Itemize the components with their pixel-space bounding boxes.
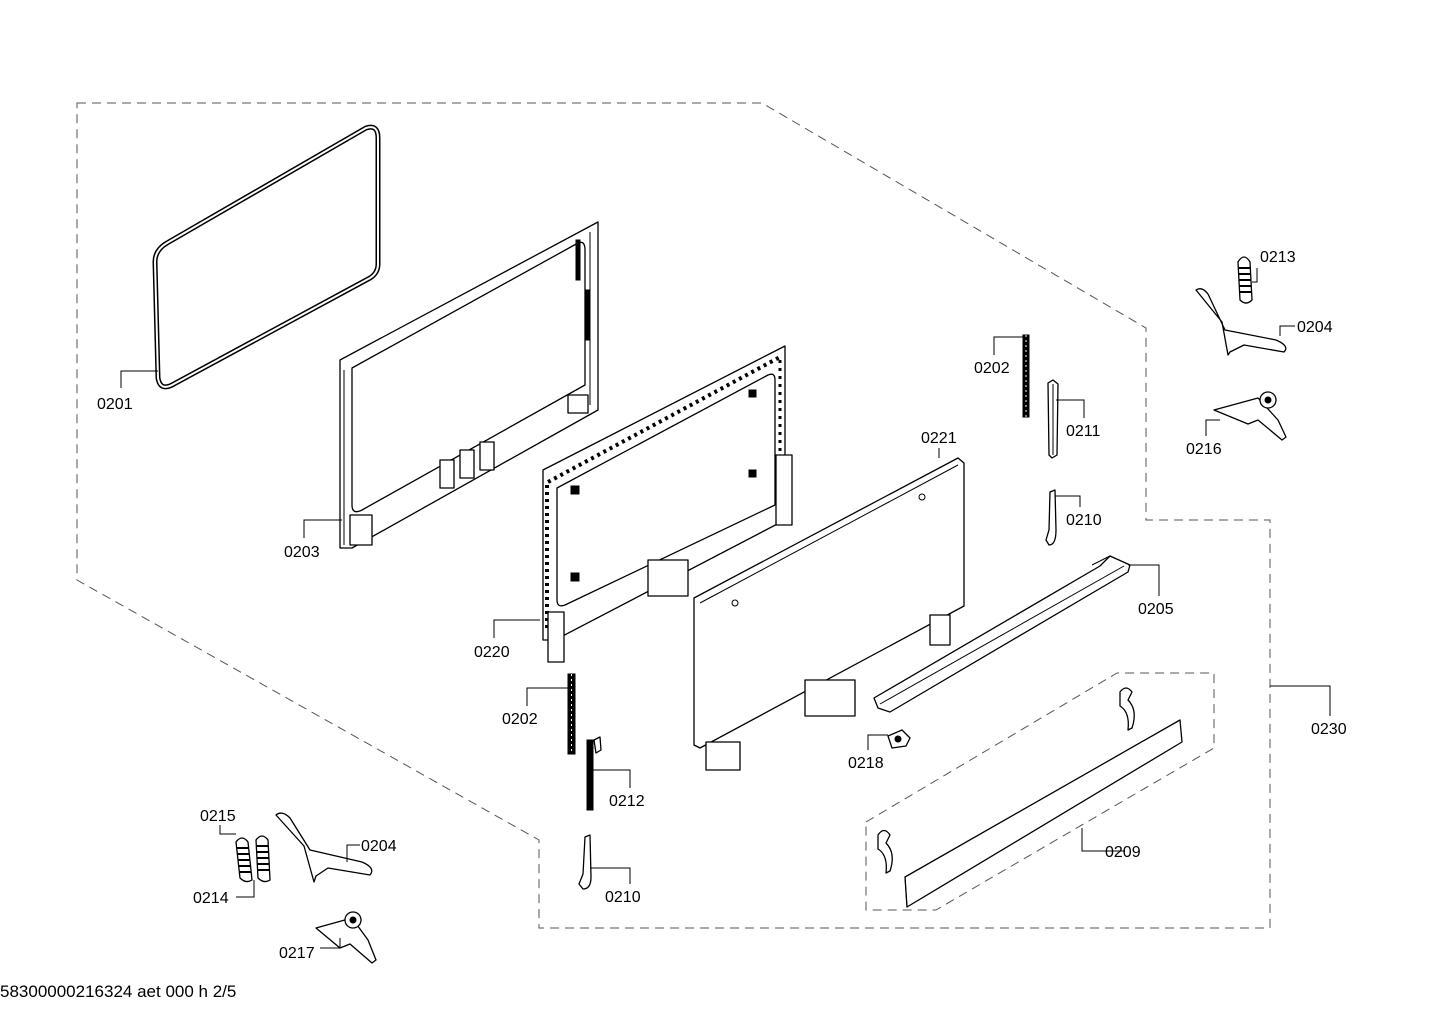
hinge-rail-upper-part xyxy=(1047,379,1059,459)
label-0214: 0214 xyxy=(193,890,229,907)
drawing-reference-footer: 58300000216324 aet 000 h 2/5 xyxy=(0,982,237,1001)
hinge-spring-upper-part xyxy=(1022,334,1030,418)
hinge-lever-left-part xyxy=(275,812,373,883)
hinge-plate-right-part xyxy=(1213,391,1287,441)
assembly-boundary-0209 xyxy=(865,672,1215,911)
label-0217: 0217 xyxy=(279,945,315,962)
label-0210-lower: 0210 xyxy=(605,889,641,906)
hinge-lever-right-part xyxy=(1195,288,1287,356)
hinge-rail-lower-part xyxy=(586,736,602,811)
label-0204-right: 0204 xyxy=(1297,319,1333,336)
outer-glass-panel-part xyxy=(693,457,965,771)
hinge-bracket-upper-part xyxy=(1045,489,1057,546)
inner-door-frame-part xyxy=(339,221,599,549)
hinge-spring-lower-part xyxy=(567,673,576,755)
door-trim-strip-part xyxy=(877,687,1183,908)
hinge-springs-left-part xyxy=(235,835,271,883)
label-0211: 0211 xyxy=(1066,423,1101,440)
label-0202-upper: 0202 xyxy=(974,360,1010,377)
label-0230: 0230 xyxy=(1311,721,1347,738)
assembly-boundary-0230 xyxy=(76,102,1271,929)
inner-glass-frame-part xyxy=(542,345,793,663)
leader-lines xyxy=(120,268,1331,949)
label-0212: 0212 xyxy=(609,793,645,810)
door-gasket-part xyxy=(152,124,381,390)
label-0213: 0213 xyxy=(1260,249,1296,266)
label-0209: 0209 xyxy=(1105,844,1141,861)
label-0215: 0215 xyxy=(200,808,236,825)
hinge-plate-left-part xyxy=(315,911,377,964)
label-0218: 0218 xyxy=(848,755,884,772)
hinge-spring-right-part xyxy=(1237,256,1253,304)
label-0205: 0205 xyxy=(1138,601,1174,618)
label-0210-upper: 0210 xyxy=(1066,512,1102,529)
label-0221: 0221 xyxy=(921,430,957,447)
label-0202-lower: 0202 xyxy=(502,711,538,728)
label-0216: 0216 xyxy=(1186,441,1222,458)
hinge-bracket-lower-part xyxy=(578,834,592,890)
label-0204-left: 0204 xyxy=(361,838,397,855)
label-0201: 0201 xyxy=(97,396,133,413)
label-0203: 0203 xyxy=(284,544,320,561)
door-handle-part xyxy=(873,555,1131,713)
door-clip-part xyxy=(887,729,911,749)
label-0220: 0220 xyxy=(474,644,510,661)
